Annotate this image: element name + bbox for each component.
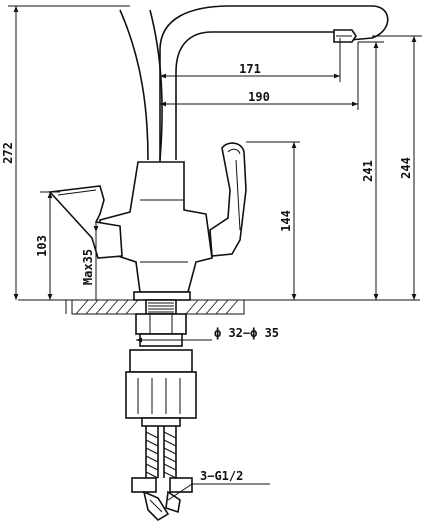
dimension-horizontal xyxy=(160,38,359,110)
dim-label-244: 244 xyxy=(399,157,413,179)
dim-label-thread: 3−G1/2 xyxy=(200,469,243,483)
dim-label-272: 272 xyxy=(1,142,15,164)
dim-label-171: 171 xyxy=(239,62,261,76)
hose-fittings xyxy=(131,477,193,522)
dim-label-max35: Max35 xyxy=(81,249,95,285)
dim-label-103: 103 xyxy=(35,235,49,257)
dimension-272 xyxy=(8,5,130,300)
faucet-spout xyxy=(159,5,389,162)
faucet-column xyxy=(119,9,163,161)
mounting-nut xyxy=(125,349,197,427)
dim-label-241: 241 xyxy=(361,160,375,182)
braided-hoses xyxy=(145,426,177,479)
dimension-thread xyxy=(167,483,270,501)
countertop-hatch xyxy=(75,299,239,315)
dim-label-pipe-diameter: ϕ 32−ϕ 35 xyxy=(214,326,279,340)
dim-label-190: 190 xyxy=(248,90,270,104)
dim-label-144: 144 xyxy=(279,210,293,232)
dimension-103 xyxy=(40,191,99,314)
right-lever xyxy=(209,142,247,257)
dimension-right xyxy=(246,35,422,300)
left-handle xyxy=(48,185,123,259)
countertop xyxy=(18,299,420,315)
